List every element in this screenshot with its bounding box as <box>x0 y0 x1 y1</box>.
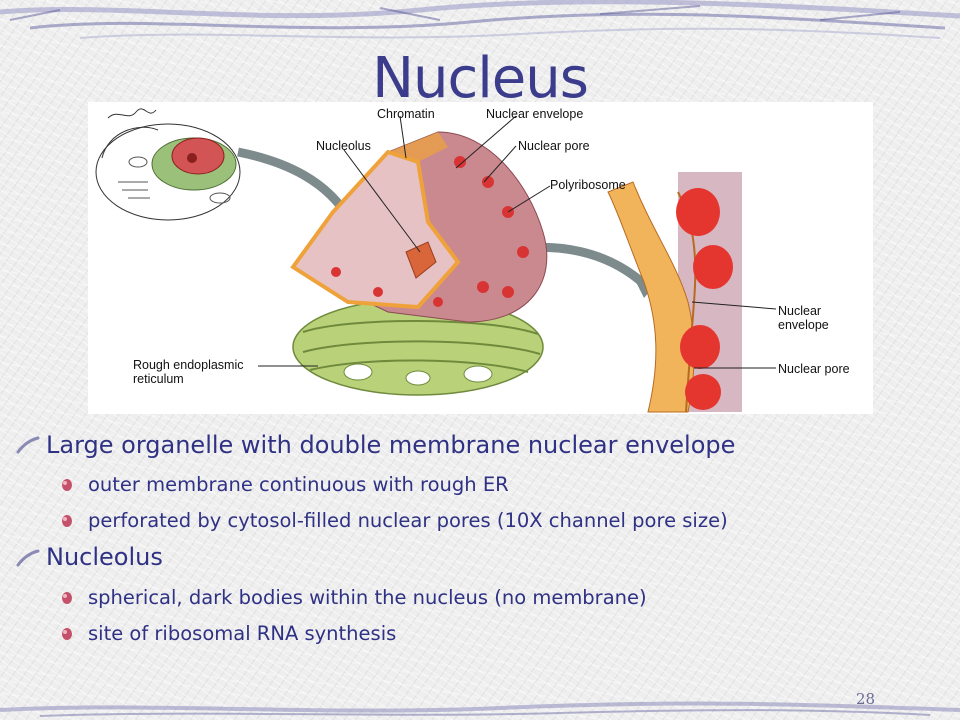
bottom-border-decoration <box>0 701 960 717</box>
envelope-enlargement <box>607 172 742 413</box>
bullet-1-2: perforated by cytosol-filled nuclear por… <box>88 509 728 532</box>
label-nuclear-envelope-right-line1: Nuclear <box>778 304 822 318</box>
label-polyribosome: Polyribosome <box>550 178 626 192</box>
label-nuclear-pore-right: Nuclear pore <box>778 362 850 376</box>
bullet-1: Large organelle with double membrane nuc… <box>46 431 736 459</box>
bullet-1-1: outer membrane continuous with rough ER <box>88 473 509 496</box>
label-nuclear-envelope-top: Nuclear envelope <box>486 107 584 121</box>
rough-er-illustration <box>292 298 544 396</box>
label-nucleolus: Nucleolus <box>316 139 371 153</box>
label-rough-er-line1: Rough endoplasmic <box>133 358 244 372</box>
page-number: 28 <box>856 690 876 708</box>
bullet-2-2: site of ribosomal RNA synthesis <box>88 622 397 645</box>
label-nuclear-pore-top: Nuclear pore <box>518 139 590 153</box>
bullet-1-marker-icon <box>16 436 40 454</box>
label-rough-er-line2: reticulum <box>133 372 184 386</box>
nucleus-illustration <box>95 108 777 413</box>
bullet-2-2-marker-icon <box>62 628 72 640</box>
bullet-1-1-marker-icon <box>62 479 72 491</box>
nucleus-diagram: Chromatin Nuclear envelope Nucleolus Nuc… <box>88 102 873 414</box>
cell-sketch <box>95 108 241 221</box>
bullet-2: Nucleolus <box>46 543 163 571</box>
leader-lines <box>258 115 777 369</box>
top-border-decoration <box>0 0 960 39</box>
bullet-2-marker-icon <box>16 549 40 567</box>
slide-title: Nucleus <box>372 46 589 111</box>
nucleus-cutaway <box>290 131 548 323</box>
bullet-1-2-marker-icon <box>62 515 72 527</box>
bullet-2-1: spherical, dark bodies within the nucleu… <box>88 586 647 609</box>
label-chromatin: Chromatin <box>377 107 435 121</box>
label-nuclear-envelope-right-line2: envelope <box>778 318 829 332</box>
bullet-2-1-marker-icon <box>62 592 72 604</box>
